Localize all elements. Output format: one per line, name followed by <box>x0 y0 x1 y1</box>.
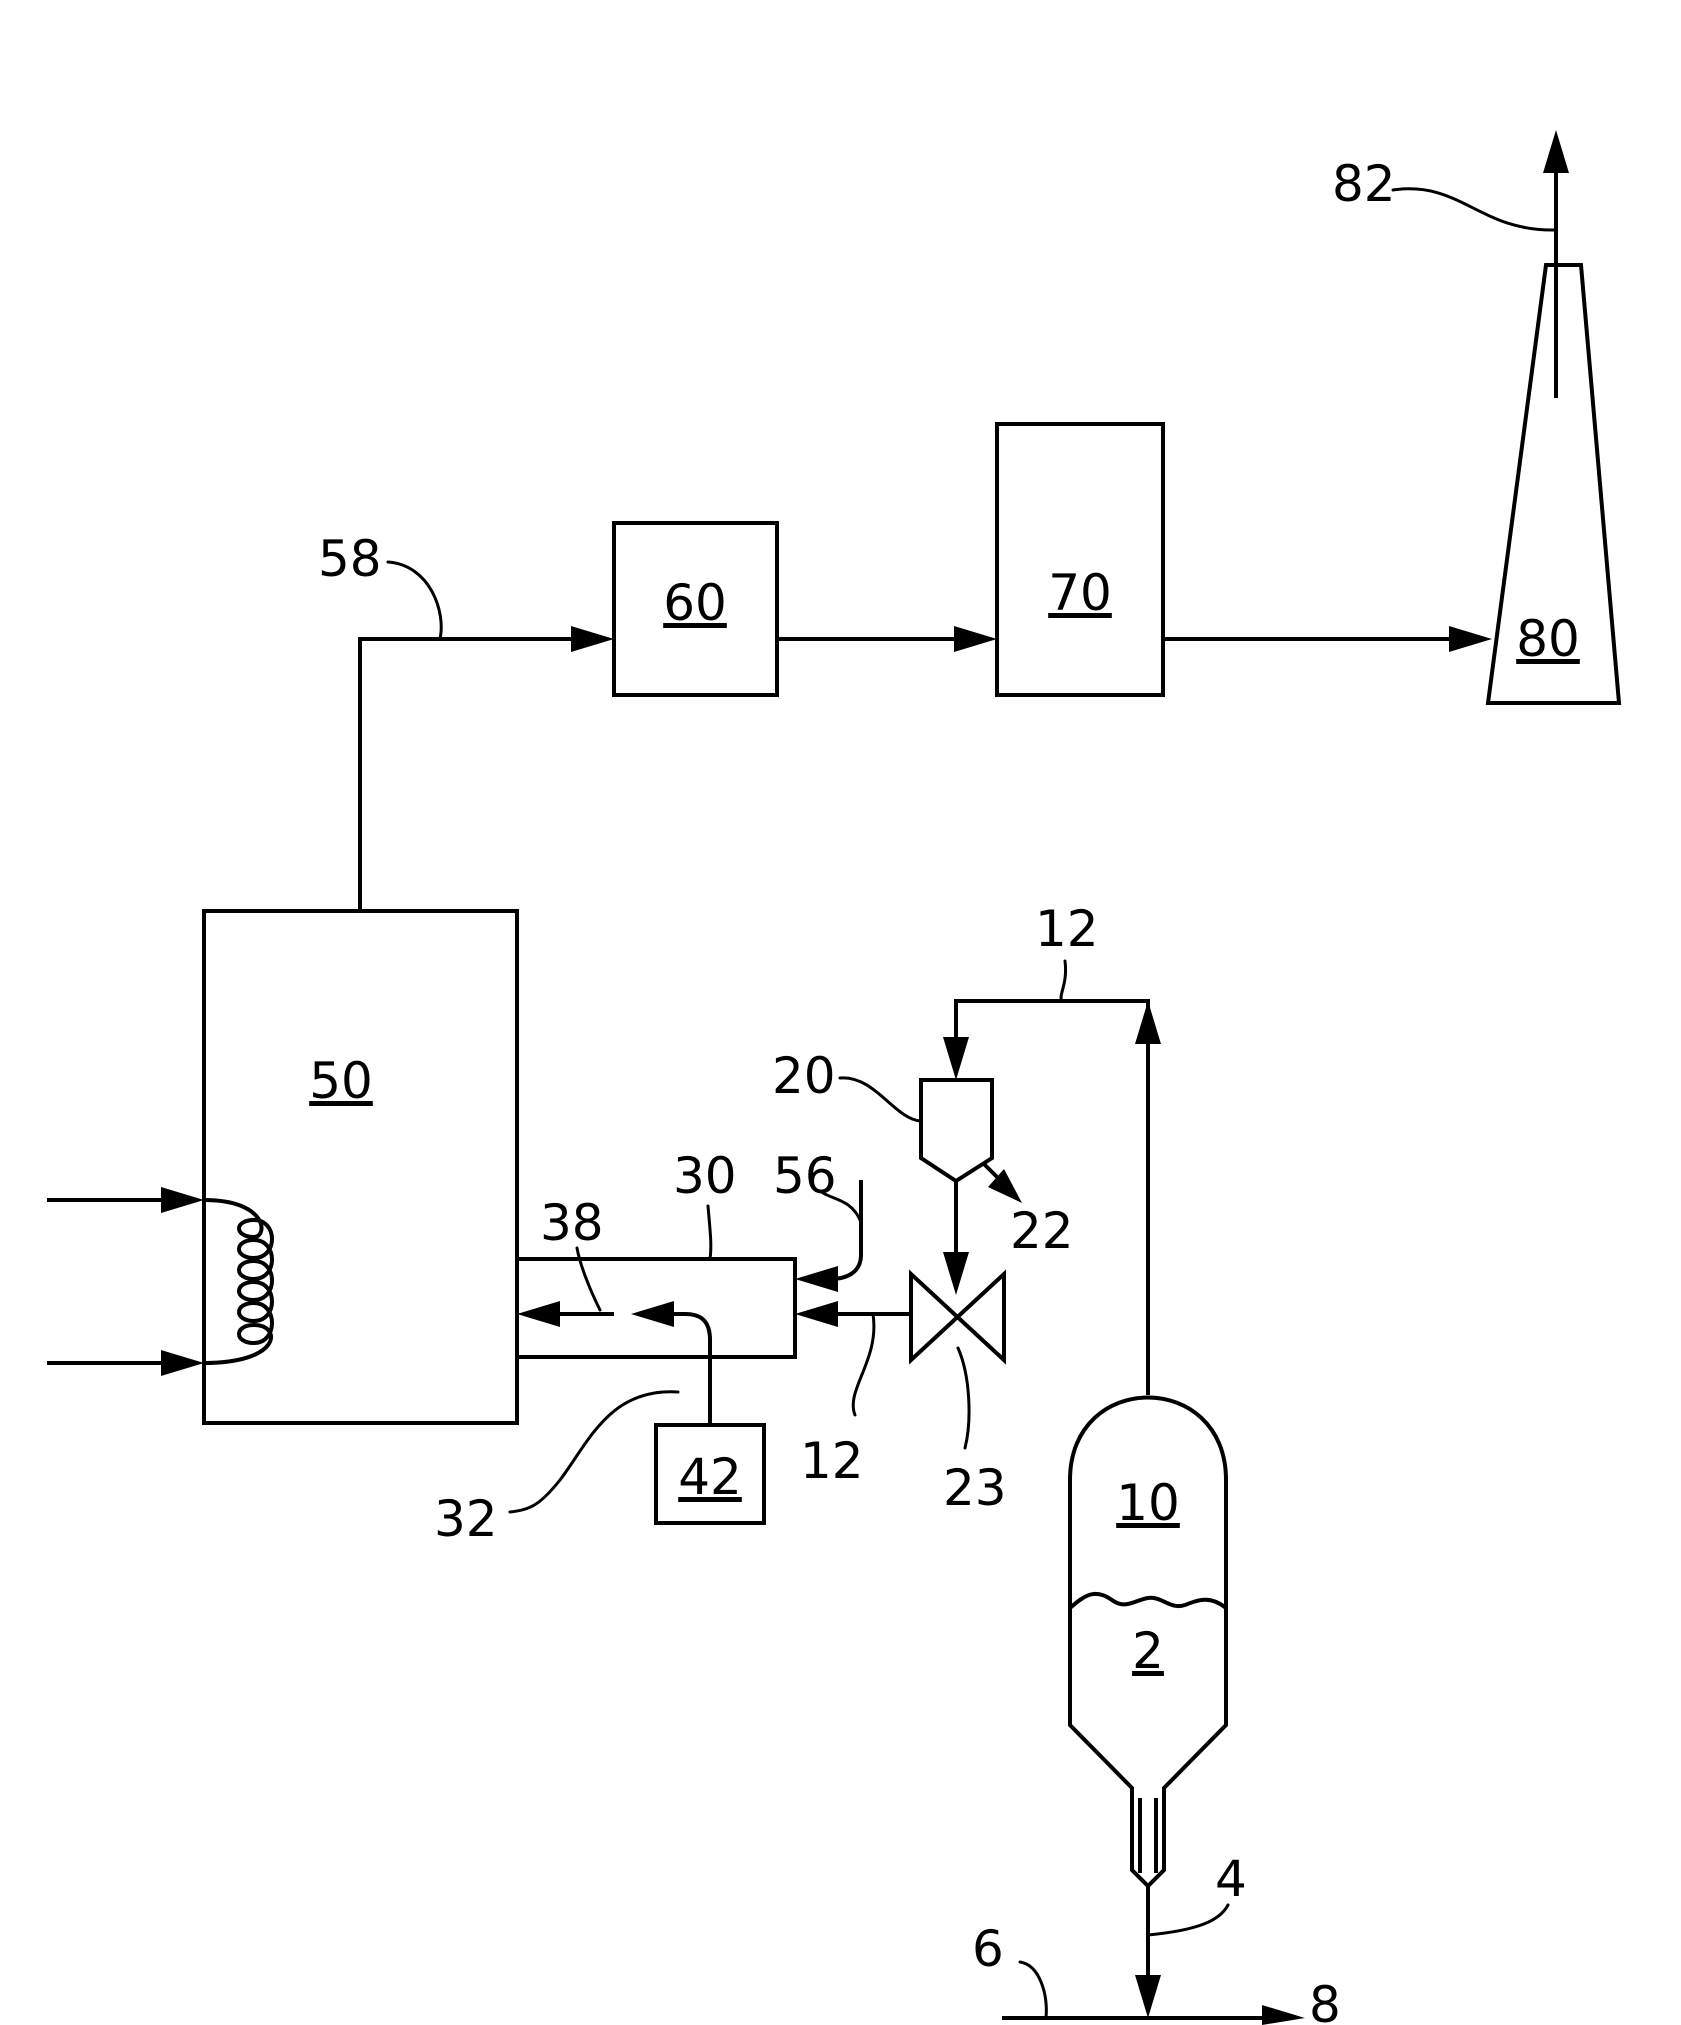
coil-symbol <box>204 1200 272 1363</box>
stream-12-lower-label: 12 <box>800 1432 864 1490</box>
separator-20-leader <box>840 1078 921 1121</box>
coil-inlet-arrow-lower <box>161 1350 204 1376</box>
stream-56-arrow <box>795 1266 838 1292</box>
material-2-label: 2 <box>1132 1622 1164 1680</box>
stream-12-lower-leader <box>853 1314 874 1415</box>
valve-23-label: 23 <box>943 1459 1007 1517</box>
separator-to-valve-arrow <box>943 1252 969 1295</box>
stream-58-arrow <box>571 626 614 652</box>
source-42-feed <box>685 1314 710 1425</box>
stream-4-label: 4 <box>1215 1850 1247 1908</box>
duct-label: 30 <box>673 1147 737 1205</box>
stream-38-label: 38 <box>540 1194 604 1252</box>
stream-58-line <box>360 639 585 911</box>
stream-56-label: 56 <box>773 1147 837 1205</box>
valve-23-leader <box>958 1348 969 1448</box>
stream-12-top-arrow-up <box>1135 1001 1161 1044</box>
stream-12-top-leader <box>1061 961 1066 1001</box>
stream-38-arrow <box>517 1301 560 1327</box>
stream-12-top-label: 12 <box>1035 900 1099 958</box>
stream-8-arrow <box>1262 2005 1305 2025</box>
source-42-label: 42 <box>678 1448 742 1506</box>
stream-4-leader <box>1148 1905 1228 1935</box>
unit-70-box <box>997 424 1163 695</box>
vessel-10-label: 10 <box>1116 1474 1180 1532</box>
stream-58-leader <box>388 562 441 639</box>
stream-82-label: 82 <box>1332 155 1396 213</box>
stream-70-80-arrow <box>1449 626 1492 652</box>
stream-58-label: 58 <box>318 530 382 588</box>
separator-20-label: 20 <box>772 1047 836 1105</box>
coil-inlet-arrow-upper <box>161 1187 204 1213</box>
stack-label: 80 <box>1516 610 1580 668</box>
stream-32-label: 32 <box>434 1490 498 1548</box>
stream-4-arrow <box>1135 1975 1161 2018</box>
boiler-label: 50 <box>309 1052 373 1110</box>
separator-20-symbol <box>921 1080 992 1181</box>
material-2-surface <box>1070 1594 1226 1608</box>
stream-8-label: 8 <box>1309 1976 1341 2025</box>
stream-82-arrow <box>1543 130 1569 173</box>
stream-22-label: 22 <box>1010 1202 1074 1260</box>
stream-6-label: 6 <box>972 1920 1004 1978</box>
duct-leader <box>708 1206 711 1259</box>
stream-12-top-arrow-down <box>943 1037 969 1080</box>
stream-32-leader <box>510 1392 678 1512</box>
unit-70-label: 70 <box>1048 564 1112 622</box>
boiler-box <box>204 911 517 1423</box>
stream-82-leader <box>1393 189 1556 230</box>
unit-60-label: 60 <box>663 574 727 632</box>
stream-12-top-line <box>956 1001 1148 1395</box>
stream-38-arrow-b <box>631 1301 674 1327</box>
stream-6-leader <box>1020 1962 1046 2018</box>
stream-60-70-arrow <box>954 626 997 652</box>
stream-12-lower-arrow <box>795 1301 838 1327</box>
